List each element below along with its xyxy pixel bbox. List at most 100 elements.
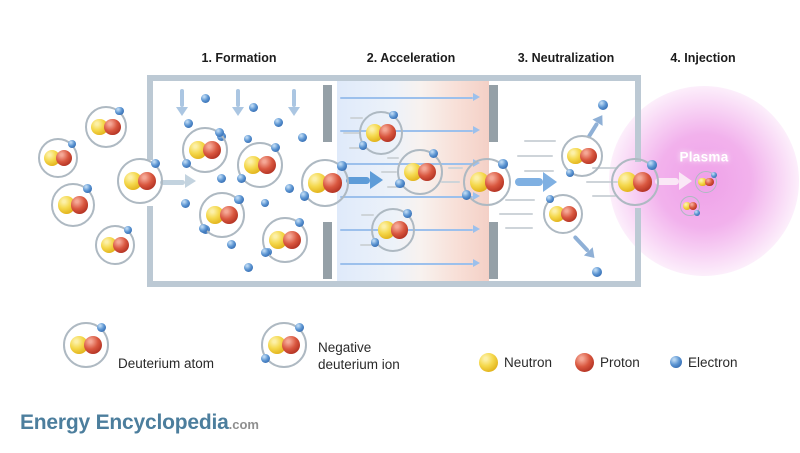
speed-streak (441, 181, 460, 183)
arrow-shaft (340, 97, 473, 99)
proton-ball (322, 173, 342, 193)
arrow-head (679, 171, 692, 190)
electron-ball (565, 169, 575, 178)
arrow-electron-eject (572, 234, 600, 262)
electron-ball (693, 210, 700, 217)
neutron-ball (205, 205, 225, 225)
atom-orbit-ring (51, 183, 95, 227)
chamber-wall (635, 75, 641, 162)
electron-ball (647, 160, 657, 170)
proton-ball (83, 335, 103, 355)
electron-ball (711, 171, 718, 178)
electron-ball (236, 173, 246, 183)
electron-dot (183, 118, 193, 128)
chamber-wall (635, 208, 641, 287)
neutron-ball (377, 221, 396, 239)
atom-orbit-ring (561, 135, 603, 177)
electron-ball (234, 195, 244, 205)
arrow-shaft (160, 179, 185, 185)
legend-negative-ion-line2: deuterium ion (318, 357, 400, 372)
atom-orbit-ring (359, 111, 403, 155)
electron-ball (395, 178, 405, 189)
atom-orbit-ring (182, 127, 228, 173)
electron-dot (248, 102, 258, 112)
atom-orbit-ring (117, 158, 163, 204)
arrow-head (473, 259, 480, 268)
speed-streak (361, 214, 374, 216)
atom-orbit-ring (301, 159, 349, 207)
speed-streak (387, 157, 399, 159)
chamber-wall (147, 281, 641, 287)
electron-ball (270, 143, 280, 153)
speed-streak (524, 140, 556, 142)
neutron-ball (57, 196, 76, 214)
neutron-ball (470, 172, 490, 192)
proton-ball (632, 172, 652, 192)
stage-label-3: 3. Neutralization (517, 51, 615, 65)
proton-ball (282, 230, 302, 250)
speed-streak (524, 170, 554, 172)
atom-orbit-ring (237, 142, 283, 188)
speed-streak (448, 167, 463, 169)
speed-streak (517, 155, 553, 157)
atom-orbit-ring (262, 217, 308, 263)
atom-orbit-ring (463, 158, 511, 206)
electron-dot (243, 262, 253, 272)
arrow-head (473, 225, 480, 234)
proton-ball (281, 335, 301, 355)
speed-streak (505, 199, 535, 201)
neutron-ball (268, 230, 288, 250)
stage-label-1: 1. Formation (201, 51, 277, 65)
arrow-electron-eject (586, 111, 608, 140)
electron-ball (370, 238, 380, 247)
electron-dot (244, 135, 252, 143)
electron-dot (273, 117, 283, 127)
arrow-shaft (340, 196, 473, 198)
electron-ball (123, 225, 132, 234)
electron-ball (295, 217, 305, 227)
electrode-grid (323, 222, 332, 279)
speed-streak (505, 227, 533, 229)
stage-label-4: 4. Injection (670, 51, 736, 65)
speed-streak (349, 147, 361, 149)
arrow-shaft (346, 176, 370, 184)
electron-ball (198, 223, 208, 233)
arrow-shaft (236, 89, 240, 107)
neutron-ball (698, 177, 708, 187)
proton-ball (202, 140, 222, 160)
atom-orbit-ring (695, 171, 717, 193)
proton-ball (417, 162, 437, 182)
electron-ball (68, 139, 77, 148)
atom-orbit-ring (543, 194, 583, 234)
arrow-head (473, 126, 480, 135)
legend-negative-ion-label: Negative deuterium ion (318, 339, 400, 373)
electron-ball (294, 323, 304, 333)
neutron-ball (478, 352, 498, 372)
electron-ball (83, 184, 93, 194)
proton-ball (704, 177, 714, 187)
atom-orbit-ring (397, 149, 443, 195)
speed-streak (387, 186, 398, 188)
electron-ball (402, 208, 412, 218)
electron-ball (96, 323, 106, 333)
speed-streak (343, 132, 360, 134)
arrow-shaft (292, 89, 296, 107)
electrode-grid (323, 85, 332, 142)
electron-ball (260, 353, 270, 363)
proton-ball (113, 237, 129, 253)
proton-ball (574, 352, 594, 372)
atom-orbit-ring (63, 322, 109, 368)
arrow-shaft (515, 178, 543, 186)
arrow-head (473, 93, 480, 102)
electron-ball (358, 141, 368, 150)
electron-ball (260, 247, 271, 257)
arrow-shaft (340, 263, 473, 265)
atom-orbit-ring (95, 225, 135, 265)
arrow-shaft (340, 130, 473, 132)
arrow-shaft (572, 234, 590, 253)
speed-streak (499, 213, 533, 215)
proton-ball (689, 202, 697, 210)
arrow-head (288, 107, 301, 116)
atom-orbit-ring (38, 138, 78, 178)
